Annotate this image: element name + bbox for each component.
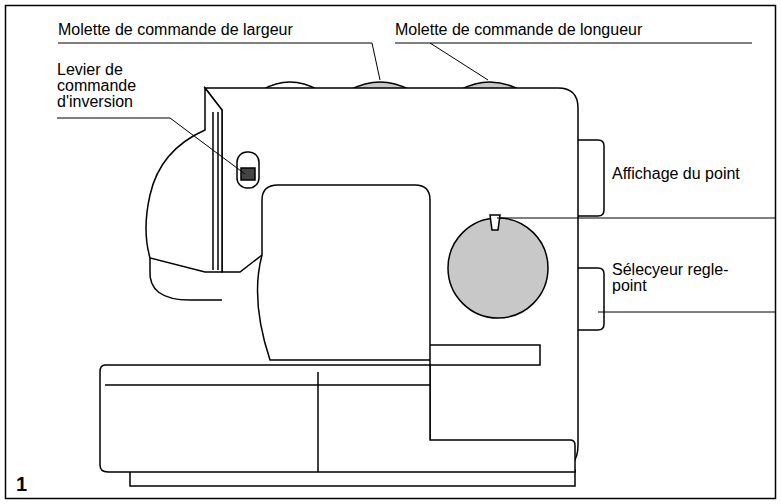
bed-seam — [317, 372, 319, 472]
part-label: Affichage du point — [612, 166, 752, 182]
part-label: Levier de commande d'inversion — [57, 62, 157, 110]
part-label: Molette de commande de longueur — [395, 22, 765, 38]
leader-line — [395, 43, 752, 44]
leader-line — [598, 312, 776, 313]
leader-lines — [57, 43, 776, 312]
frame — [6, 6, 776, 499]
leader-line — [57, 118, 245, 174]
slot — [430, 345, 540, 365]
part-label: Sélecyeur regle-point — [612, 262, 752, 294]
part-label: Molette de commande de largeur — [58, 22, 378, 38]
leader-line — [497, 218, 776, 219]
leader-line — [430, 43, 488, 80]
needle-bar — [212, 112, 214, 270]
reverse-lever — [241, 168, 255, 180]
bed-edge — [105, 384, 430, 386]
presser-area — [150, 258, 222, 300]
stitch-display-housing — [576, 140, 604, 216]
free-arm-bed — [100, 365, 575, 472]
stitch-dial — [448, 218, 548, 318]
head — [146, 88, 222, 272]
stitch-selector-housing — [576, 268, 604, 330]
dial-indicator — [490, 215, 500, 230]
needle-bar — [217, 112, 219, 270]
neck — [258, 255, 431, 360]
machine — [100, 82, 604, 486]
figure-number: 1 — [16, 474, 56, 494]
